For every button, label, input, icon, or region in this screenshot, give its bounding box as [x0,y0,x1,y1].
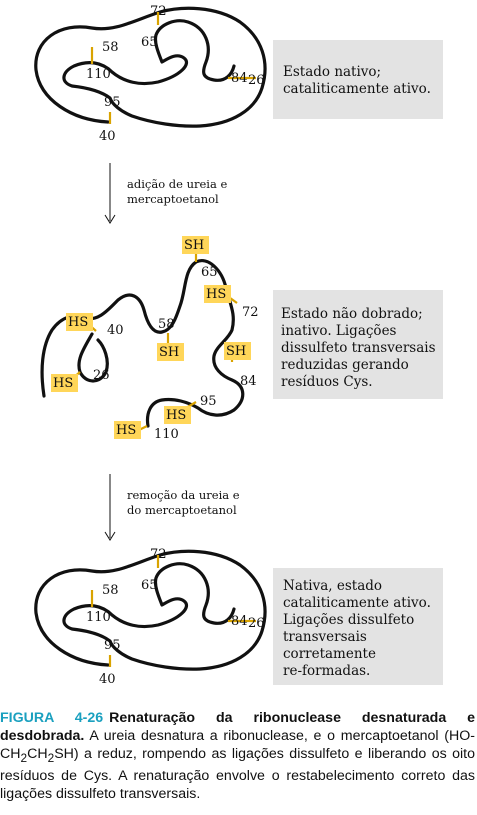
caption-body-1: A ureia desnatura a ribonuclease, e o me… [0,728,475,762]
residue-65-unfolded: 65 [201,265,218,280]
native-protein-top: 72 65 58 110 84 26 95 40 [34,4,267,144]
residue-72-top: 72 [150,4,167,19]
sh-label-58: SH [159,345,179,360]
residue-58-top: 58 [102,40,119,55]
residue-40-bottom: 40 [99,672,116,687]
residue-26-top: 26 [248,73,265,88]
sh-box-58 [157,343,184,361]
sh-label-84: SH [226,344,246,359]
residue-95-unfolded: 95 [200,394,217,409]
native-box-line-5-bottom: corretamente [283,646,376,662]
hs-box-95 [164,406,191,424]
unfolded-chain-loop [77,332,109,383]
unfolded-box-line-4: reduzidas gerando [281,357,409,373]
native-box-line-2-top: cataliticamente ativo. [283,81,431,97]
native-chain-bottom [34,549,267,671]
sh-label-65: SH [184,238,204,253]
unfolded-protein: SH HS HS SH HS SH HS HS 65 72 40 58 26 8… [40,236,259,442]
caption-body-2: CH [27,746,48,762]
sh-box-65 [182,236,209,254]
hs-label-110: HS [116,423,136,438]
residue-26-unfolded: 26 [93,368,110,383]
step2-line-2: do mercaptoetanol [127,503,237,517]
unfolded-chain [40,259,245,428]
step2-line-1: remoção da ureia e [127,488,240,502]
native-chain-top [34,6,267,128]
unfolded-state-box [273,290,443,399]
step1-line-2: mercaptoetanol [127,192,219,206]
hs-box-110 [114,421,141,439]
step1-line-1: adição de ureia e [127,177,227,191]
residue-58-unfolded: 58 [158,317,175,332]
residue-72-unfolded: 72 [242,305,259,320]
native-state-box-top [273,40,443,119]
caption-sub-2: 2 [47,750,55,765]
hs-label-95: HS [166,408,186,423]
native-box-line-2-bottom: cataliticamente ativo. [283,595,431,611]
hs-label-26: HS [53,376,73,391]
residue-95-top: 95 [104,95,121,110]
residue-72-bottom: 72 [150,547,167,562]
native-state-box-bottom [273,568,443,685]
native-box-line-6-bottom: re-formadas. [283,663,370,679]
residue-110-bottom: 110 [86,610,111,625]
arrow-denature [104,163,116,224]
residue-84-bottom: 84 [231,614,248,629]
residue-65-top: 65 [141,35,158,50]
residue-110-top: 110 [86,67,111,82]
residue-40-top: 40 [99,129,116,144]
native-protein-bottom: 72 65 58 110 84 26 95 40 [34,547,267,687]
native-box-line-1-top: Estado nativo; [283,64,381,80]
residue-110-unfolded: 110 [154,427,179,442]
native-box-line-3-bottom: Ligações dissulfeto [283,612,414,628]
sh-box-84 [224,342,251,360]
caption-body-3: SH) a reduz, rompendo as ligações dissul… [0,746,475,802]
unfolded-box-line-5: resíduos Cys. [281,374,373,390]
residue-40-unfolded: 40 [107,323,124,338]
hs-label-40: HS [68,315,88,330]
residue-58-bottom: 58 [102,583,119,598]
native-box-line-4-bottom: transversais [283,629,367,645]
residue-84-unfolded: 84 [240,374,257,389]
hs-box-40 [66,313,93,331]
residue-84-top: 84 [231,71,248,86]
residue-26-bottom: 26 [248,616,265,631]
hs-box-72 [204,285,231,303]
residue-65-bottom: 65 [141,578,158,593]
ribonuclease-diagram: 72 65 58 110 84 26 95 40 Estado nativo; … [34,4,443,687]
hs-label-72: HS [206,287,226,302]
unfolded-box-line-2: inativo. Ligações [281,323,397,339]
caption-sub-1: 2 [20,750,28,765]
arrow-renature [104,474,116,541]
unfolded-box-line-1: Estado não dobrado; [281,306,423,322]
unfolded-box-line-3: dissulfeto transversais [281,340,436,356]
residue-95-bottom: 95 [104,638,121,653]
caption-title: Renaturação da ribonuclease desnaturada … [0,710,475,744]
hs-box-26 [51,374,78,392]
figure-label: FIGURA 4-26 [0,710,104,726]
native-box-line-1-bottom: Nativa, estado [283,578,382,594]
